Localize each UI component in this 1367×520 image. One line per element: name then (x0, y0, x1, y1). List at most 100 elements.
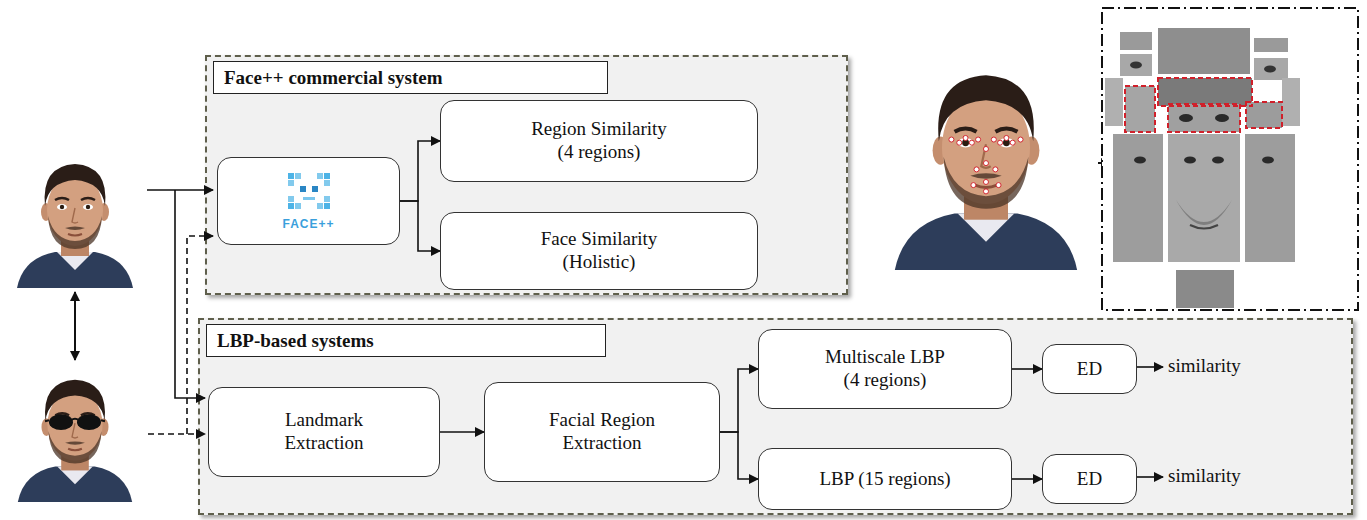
landmark-face (983, 189, 988, 194)
region-crops (1130, 62, 1142, 69)
region-crops (1179, 114, 1193, 122)
landmark-face (963, 135, 968, 140)
panel-title-text: LBP-based systems (217, 330, 374, 352)
landmark-face (983, 161, 988, 166)
landmark-face (996, 183, 1001, 188)
region-crops (1190, 225, 1218, 229)
process-box: LBP (15 regions) (758, 448, 1012, 510)
process-box: ED (1042, 454, 1137, 504)
region-crops (1168, 104, 1240, 132)
region-crops (1102, 8, 1358, 310)
region-crops (1158, 78, 1252, 106)
input-arrows (147, 190, 213, 434)
region-crops (1168, 134, 1240, 262)
logo-text: FACE++ (282, 217, 334, 231)
system-panel: Face++ commercial systemFACE++ Region Sim… (205, 55, 848, 295)
box-text: Region Similarity (4 regions) (524, 118, 674, 164)
landmark-face (876, 50, 1096, 270)
logo-box: FACE++ (217, 157, 400, 245)
region-crops (1125, 86, 1155, 132)
region-crops (1254, 58, 1288, 80)
landmark-face (993, 167, 998, 172)
region-crops (1125, 86, 1155, 132)
region-crops (1264, 66, 1276, 73)
region-crops (1176, 200, 1232, 225)
face-photo-sunglasses (71, 419, 79, 420)
region-crops (1113, 134, 1163, 262)
connector-arrow (720, 432, 758, 479)
face-photo-sunglasses (6, 364, 144, 502)
landmark-face (957, 140, 962, 145)
box-text: Multiscale LBP (4 regions) (818, 346, 953, 392)
box-text: Facial Region Extraction (542, 409, 662, 455)
landmark-face (976, 137, 981, 142)
process-box: Region Similarity (4 regions) (440, 100, 758, 182)
input-arrows (148, 433, 205, 435)
region-crops (1134, 157, 1146, 164)
region-crops (1262, 157, 1274, 164)
connector-arrow (1012, 368, 1042, 370)
region-crops (1158, 78, 1252, 106)
process-box: Multiscale LBP (4 regions) (758, 329, 1012, 409)
region-crops (1105, 78, 1123, 126)
landmark-face (1018, 137, 1023, 142)
landmark-face (998, 140, 1003, 145)
pair-arrow (74, 292, 76, 360)
process-box: Facial Region Extraction (484, 382, 720, 482)
landmark-face (949, 135, 1023, 193)
output-label: similarity (1168, 465, 1241, 486)
connector-arrow (1012, 478, 1042, 480)
region-crops (1215, 114, 1229, 122)
landmark-face (983, 179, 988, 184)
region-crops (1176, 270, 1234, 308)
face-photo (5, 148, 145, 288)
connector-arrow (400, 141, 440, 201)
face-photo-sunglasses (45, 419, 105, 422)
landmark-face (949, 137, 954, 142)
landmark-face (876, 50, 1096, 270)
box-text: Face Similarity (Holistic) (524, 228, 674, 274)
box-text: ED (1077, 468, 1102, 491)
output-arrows (1137, 367, 1163, 477)
process-box: ED (1042, 344, 1137, 394)
output-arrows (1137, 366, 1163, 368)
output-label: similarity (1168, 355, 1241, 376)
landmark-face (969, 140, 974, 145)
panel-title-text: Face++ commercial system (224, 67, 443, 89)
landmark-face (974, 167, 979, 172)
landmark-face (1010, 140, 1015, 145)
region-crops (1102, 8, 1358, 310)
input-arrows (175, 190, 205, 398)
landmark-face (983, 146, 988, 151)
region-crops (1245, 134, 1295, 262)
region-crops (1120, 32, 1152, 50)
box-text: ED (1077, 358, 1102, 381)
landmark-face (1004, 135, 1009, 140)
process-box: Landmark Extraction (208, 387, 440, 477)
label-holder: similarity (1168, 465, 1241, 487)
pair-arrow (75, 292, 76, 360)
region-crops (1254, 38, 1288, 52)
region-crops (1168, 104, 1240, 132)
region-crops (1212, 157, 1224, 164)
face-photo (5, 148, 145, 288)
input-arrows (187, 236, 213, 434)
region-crops (1184, 157, 1196, 164)
box-text: Landmark Extraction (264, 409, 384, 455)
landmark-face (991, 137, 996, 142)
output-arrows (1137, 476, 1163, 478)
connector-arrow (720, 369, 758, 432)
panel-title: Face++ commercial system (213, 61, 608, 94)
panel-title: LBP-based systems (206, 324, 606, 357)
face-photo-sunglasses (49, 414, 73, 430)
landmark-face (971, 183, 976, 188)
box-text: LBP (15 regions) (819, 468, 950, 491)
face-photo-sunglasses (77, 414, 101, 430)
connector-arrow (400, 201, 440, 251)
region-crops (1158, 28, 1250, 74)
region-crops (1120, 54, 1152, 76)
input-arrows (147, 189, 213, 191)
logo-icon-holder (286, 171, 332, 215)
logo-icon (286, 171, 332, 211)
connector-arrow (440, 431, 484, 433)
